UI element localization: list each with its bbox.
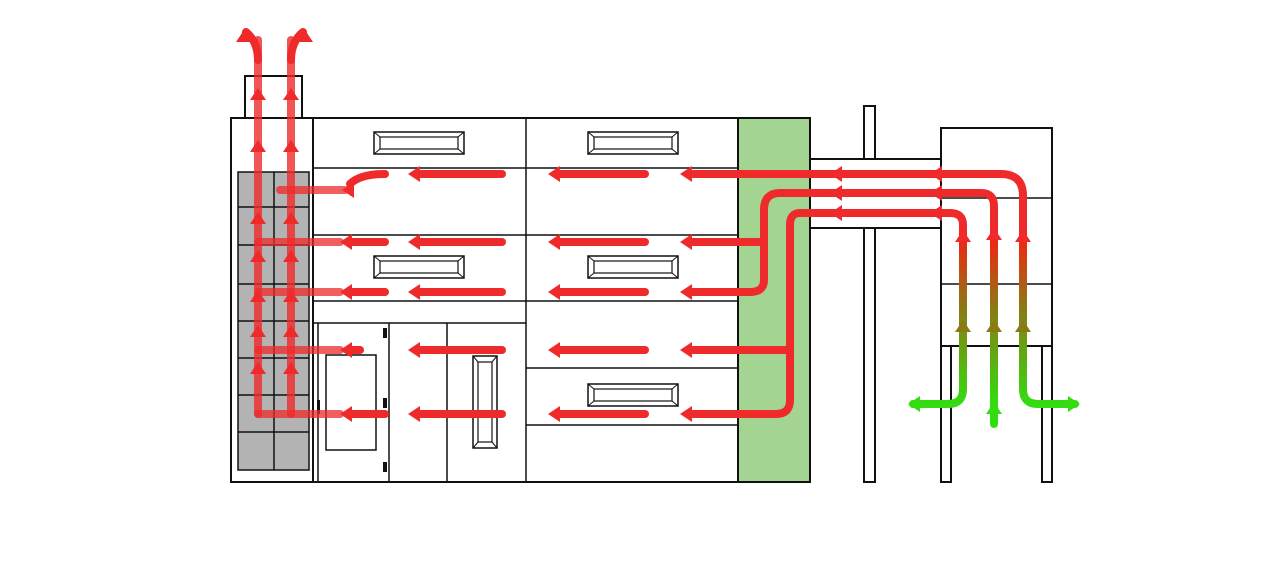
triangle-arrowhead-icon: [830, 205, 842, 221]
vent-grille-icon: [587, 131, 679, 155]
triangle-arrowhead-icon: [680, 166, 692, 182]
fresh-air-intake-right: [1019, 228, 1079, 408]
exhaust-outlet-right: [287, 28, 307, 64]
triangle-arrowhead-icon: [340, 406, 352, 422]
triangle-arrowhead-icon: [283, 290, 299, 302]
triangle-arrowhead-icon: [930, 166, 942, 182]
triangle-arrowhead-icon: [930, 185, 942, 201]
triangle-arrowhead-icon: [250, 250, 266, 262]
triangle-arrowhead-icon: [955, 230, 971, 242]
exhaust-filter-grid: [238, 172, 309, 470]
triangle-arrowhead-icon: [283, 140, 299, 152]
air-flow-paths: [242, 28, 1079, 428]
booth-airflow-curve: [346, 170, 389, 188]
triangle-arrowhead-icon: [986, 402, 1002, 414]
triangle-arrowhead-icon: [908, 396, 920, 412]
triangle-arrowhead-icon: [1068, 396, 1080, 412]
triangle-arrowhead-icon: [408, 342, 420, 358]
triangle-arrowhead-icon: [930, 205, 942, 221]
exhaust-stack: [230, 75, 314, 483]
triangle-arrowhead-icon: [680, 234, 692, 250]
triangle-arrowhead-icon: [283, 250, 299, 262]
triangle-arrowhead-icon: [548, 234, 560, 250]
supply-airflow-lower: [688, 209, 967, 418]
triangle-arrowhead-icon: [548, 406, 560, 422]
duct-support-post: [863, 105, 876, 483]
triangle-arrowhead-icon: [340, 342, 352, 358]
triangle-arrowhead-icon: [408, 234, 420, 250]
vent-grille-icon: [587, 383, 679, 407]
makeup-unit-leg-left: [940, 345, 952, 483]
supply-airflow-upper: [688, 170, 1027, 236]
triangle-arrowhead-icon: [283, 325, 299, 337]
triangle-arrowhead-icon: [1015, 320, 1031, 332]
triangle-arrowhead-icon: [250, 88, 266, 100]
door-handle-icon: [317, 400, 320, 414]
exhaust-outlet-left: [242, 28, 262, 64]
triangle-arrowhead-icon: [408, 284, 420, 300]
triangle-arrowhead-icon: [680, 406, 692, 422]
fresh-air-intake-left: [909, 228, 967, 408]
vent-grille-icon: [373, 255, 465, 279]
triangle-arrowhead-icon: [250, 362, 266, 374]
triangle-arrowhead-icon: [548, 342, 560, 358]
triangle-arrowhead-icon: [342, 182, 354, 198]
triangle-arrowhead-icon: [236, 30, 252, 42]
triangle-arrowhead-icon: [250, 325, 266, 337]
triangle-arrowhead-icon: [830, 166, 842, 182]
triangle-arrowhead-icon: [340, 284, 352, 300]
triangle-arrowhead-icon: [986, 228, 1002, 240]
air-flow-arrowheads: [236, 30, 1080, 422]
supply-duct: [809, 105, 942, 483]
door-hinge-icon: [383, 328, 387, 338]
intake-filter-wall: [737, 117, 811, 483]
door-hinge-icon: [383, 398, 387, 408]
triangle-arrowhead-icon: [250, 290, 266, 302]
triangle-arrowhead-icon: [548, 166, 560, 182]
triangle-arrowhead-icon: [830, 185, 842, 201]
door-hinge-icon: [383, 462, 387, 472]
triangle-arrowhead-icon: [408, 166, 420, 182]
triangle-arrowhead-icon: [283, 88, 299, 100]
triangle-arrowhead-icon: [297, 30, 313, 42]
booth-panel-lines: [313, 118, 738, 482]
triangle-arrowhead-icon: [283, 212, 299, 224]
triangle-arrowhead-icon: [283, 362, 299, 374]
makeup-unit-leg-right: [1041, 345, 1053, 483]
triangle-arrowhead-icon: [680, 342, 692, 358]
triangle-arrowhead-icon: [250, 140, 266, 152]
vent-grilles: [373, 131, 679, 449]
triangle-arrowhead-icon: [986, 320, 1002, 332]
vent-grille-icon: [472, 355, 498, 449]
vent-grille-icon: [587, 255, 679, 279]
triangle-arrowhead-icon: [250, 212, 266, 224]
triangle-arrowhead-icon: [548, 284, 560, 300]
triangle-arrowhead-icon: [955, 320, 971, 332]
triangle-arrowhead-icon: [680, 284, 692, 300]
supply-airflow-middle: [688, 189, 998, 296]
vent-grille-icon: [373, 131, 465, 155]
triangle-arrowhead-icon: [408, 406, 420, 422]
triangle-arrowhead-icon: [340, 234, 352, 250]
triangle-arrowhead-icon: [1015, 230, 1031, 242]
